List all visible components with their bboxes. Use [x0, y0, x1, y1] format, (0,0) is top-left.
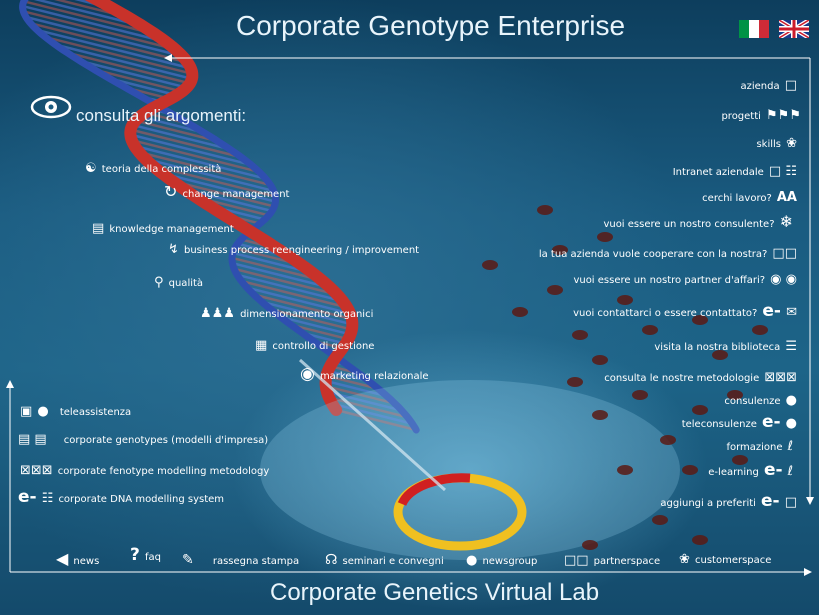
globe-icon: ◉: [300, 364, 315, 384]
menu-corporate-genotypes[interactable]: ▤ ▤ corporate genotypes (modelli d'impre…: [18, 432, 269, 447]
menu-teleconsulenze[interactable]: teleconsulenze e- ●: [681, 412, 797, 432]
menu-progetti[interactable]: progetti ⚑⚑⚑: [721, 108, 801, 123]
red-ring-segment: [397, 473, 471, 507]
right-nav-arrow: [806, 497, 814, 505]
network-icon: ☷: [41, 491, 54, 506]
top-nav-arrow: [164, 54, 172, 62]
topic-dimensionamento[interactable]: ♟♟♟ dimensionamento organici: [200, 306, 374, 321]
lightning-icon: ↯: [168, 242, 179, 257]
database-icon: ▤: [92, 221, 105, 236]
flags-icon: ⚑⚑⚑: [766, 108, 801, 123]
footer-title: Corporate Genetics Virtual Lab: [270, 579, 600, 606]
brain-icon: ❀: [786, 136, 797, 151]
left-nav-arrow: [6, 380, 14, 388]
menu-dna-modelling[interactable]: e- ☷ corporate DNA modelling system: [18, 487, 225, 507]
e-favorites-icon: e-: [761, 491, 780, 511]
refresh-icon: ↻: [164, 182, 178, 201]
menu-fenotype-methodology[interactable]: ⊠⊠⊠ corporate fenotype modelling metodol…: [20, 463, 270, 478]
methodology-icon: ⊠⊠⊠: [764, 370, 797, 385]
topics-heading: consulta gli argomenti:: [76, 106, 247, 125]
books-icon: ☰: [785, 339, 797, 354]
nav-rassegna-stampa[interactable]: ✎ rassegna stampa: [182, 552, 300, 568]
menu-preferiti[interactable]: aggiungi a preferiti e- □: [660, 491, 797, 511]
speaker-head-icon: ●: [785, 416, 797, 431]
speaker-head-icon: ●: [37, 404, 49, 419]
menu-contattarci[interactable]: vuoi contattarci o essere contattato? e-…: [573, 301, 797, 321]
chat-icon: ●: [466, 553, 478, 568]
menu-formazione[interactable]: formazione ℓ: [726, 439, 793, 454]
text-aa-icon: AA: [776, 190, 797, 205]
menu-teleassistenza[interactable]: ▣ ● teleassistenza: [20, 404, 132, 419]
envelope-icon: ✉: [786, 305, 797, 320]
topic-knowledge-management[interactable]: ▤ knowledge management: [92, 221, 234, 236]
menu-consulenze[interactable]: consulenze ●: [724, 393, 797, 408]
menu-consulente[interactable]: vuoi essere un nostro consulente? ❄: [603, 212, 793, 231]
e-dna-icon: e-: [18, 487, 37, 507]
eye-icon: [30, 95, 72, 119]
grid-icon: ▦: [255, 338, 268, 353]
menu-e-learning[interactable]: e-learning e- ℓ: [708, 460, 793, 480]
topic-change-management[interactable]: ↻ change management: [164, 182, 290, 201]
money-bag-icon: ◉ ◉: [770, 272, 797, 287]
topic-qualita[interactable]: ⚲ qualità: [154, 275, 204, 290]
nav-news[interactable]: ◀ news: [56, 549, 100, 568]
methodology-icon: ⊠⊠⊠: [20, 463, 53, 478]
nav-partnerspace[interactable]: □□ partnerspace: [564, 553, 661, 568]
topic-teoria-complessita[interactable]: ☯ teoria della complessità: [85, 161, 222, 176]
disc-glow: [260, 380, 680, 560]
brain-icon: ❀: [679, 552, 690, 567]
cell-particles: [482, 205, 768, 550]
ear-icon: ℓ: [787, 464, 793, 479]
medal-icon: ⚲: [154, 275, 164, 290]
italian-flag-icon[interactable]: [739, 20, 769, 38]
network-icon: □ ☷: [768, 164, 797, 179]
topic-marketing-relazionale[interactable]: ◉ marketing relazionale: [300, 364, 429, 384]
menu-skills[interactable]: skills ❀: [756, 136, 797, 151]
menu-biblioteca[interactable]: visita la nostra biblioteca ☰: [654, 339, 797, 354]
person-icon: ❄: [779, 212, 793, 231]
menu-azienda[interactable]: azienda □: [740, 78, 797, 93]
nav-seminari[interactable]: ☊ seminari e convegni: [325, 552, 444, 568]
monitor-icon: ▣: [20, 404, 33, 419]
menu-intranet[interactable]: Intranet aziendale □ ☷: [672, 164, 797, 179]
nav-newsgroup[interactable]: ● newsgroup: [466, 553, 538, 568]
ear-icon: ℓ: [787, 439, 793, 454]
question-icon: ?: [130, 545, 140, 565]
e-teleconsulting-icon: e-: [761, 412, 781, 432]
people-icon: ♟♟♟: [200, 306, 235, 321]
page-title: Corporate Genotype Enterprise: [236, 10, 626, 41]
swirl-icon: ☯: [85, 161, 97, 176]
topic-bpr[interactable]: ↯ business process reengineering / impro…: [168, 242, 420, 257]
factories-icon: □□: [772, 246, 797, 261]
menu-partner[interactable]: vuoi essere un nostro partner d'affari? …: [573, 272, 797, 287]
e-mail-icon: e-: [762, 301, 781, 321]
folder-icon: □: [784, 495, 797, 510]
e-learning-icon: e-: [763, 460, 783, 480]
factory-icon: □: [784, 78, 797, 93]
menu-cooperare[interactable]: la tua azienda vuole cooperare con la no…: [538, 246, 797, 261]
bottom-nav-arrow: [804, 568, 812, 576]
speaker-head-icon: ●: [785, 393, 797, 408]
nav-faq[interactable]: ? faq: [130, 545, 161, 565]
uk-flag-icon[interactable]: [779, 20, 809, 38]
factory-icon: □□: [564, 553, 589, 568]
needle: [298, 358, 447, 492]
database-icon: ▤ ▤: [18, 432, 47, 447]
newspaper-icon: ✎: [182, 552, 194, 568]
menu-metodologie[interactable]: consulta le nostre metodologie ⊠⊠⊠: [604, 370, 797, 385]
megaphone-icon: ◀: [56, 549, 69, 568]
headset-icon: ☊: [325, 552, 338, 568]
nav-customerspace[interactable]: ❀ customerspace: [679, 552, 772, 567]
topic-controllo-gestione[interactable]: ▦ controllo di gestione: [255, 338, 375, 353]
menu-cerchi-lavoro[interactable]: cerchi lavoro? AA: [702, 190, 797, 205]
